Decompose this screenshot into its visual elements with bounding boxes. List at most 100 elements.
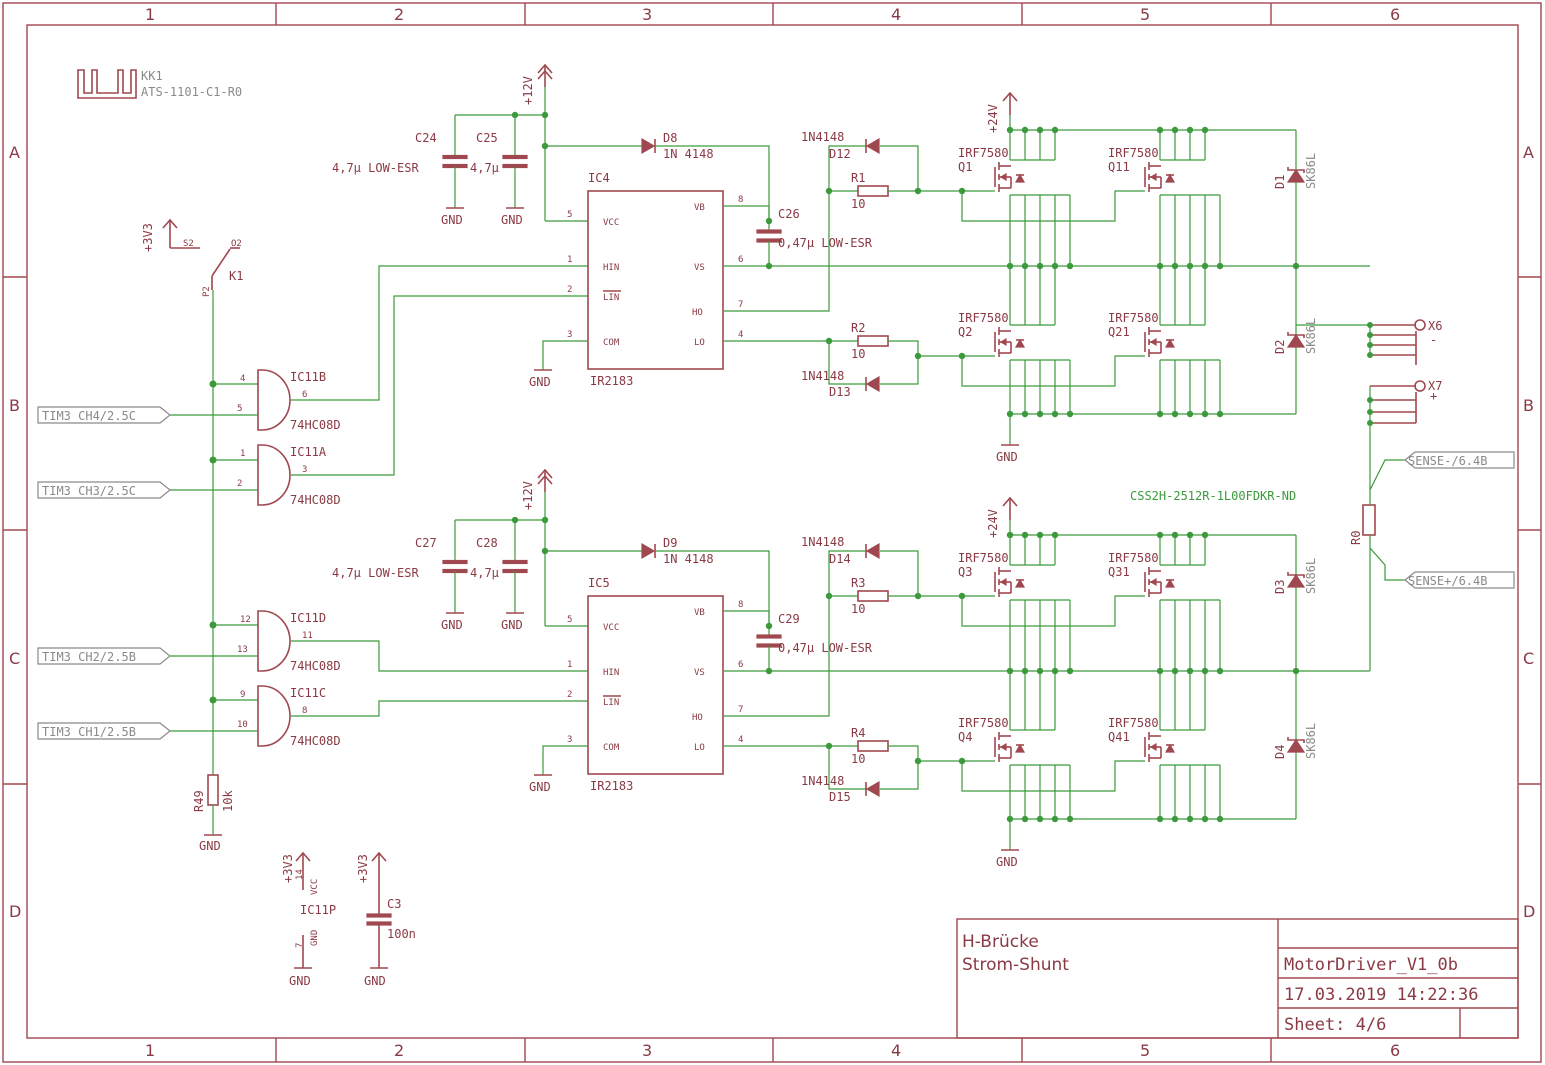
h-bridge-stage-1: +24VIRF7580Q1IRF7580Q11IRF7580Q2IRF7580Q…	[958, 91, 1318, 464]
mosfet-name: Q21	[1108, 325, 1130, 339]
frame-row-c-right: C	[1523, 649, 1534, 668]
supply-3v3-ic11p: +3V3	[281, 854, 295, 883]
capacitor-c25-value: 4,7µ	[470, 161, 499, 175]
switch-name: K1	[229, 269, 243, 283]
x7-polarity: +	[1430, 389, 1437, 403]
sheet-number: Sheet: 4/6	[1284, 1015, 1386, 1035]
logic-bus	[209, 290, 258, 775]
gate-name: IC11B	[290, 370, 326, 384]
gnd-bridge: GND	[996, 849, 1019, 869]
tvs-value: SK86L	[1304, 318, 1318, 354]
pin-vcc-num: 5	[567, 210, 572, 220]
diode-name: D9	[663, 536, 677, 550]
pin-lo-num: 4	[738, 330, 743, 340]
gate-name: IC11A	[290, 445, 327, 459]
tvs-name: D2	[1273, 340, 1287, 354]
frame-col-3-bottom: 3	[642, 1041, 652, 1060]
project-name: MotorDriver_V1_0b	[1284, 955, 1458, 975]
supply-12v: +12V	[521, 468, 553, 510]
gate-resistor-r3	[857, 590, 889, 602]
net-label-ch2: TIM3_CH2/2.5B	[37, 647, 171, 665]
x7-name: X7	[1428, 379, 1442, 393]
gate-value: 74HC08D	[290, 418, 341, 432]
ic11p-pin-gnd-num: 7	[295, 943, 305, 948]
shunt-resistor-r0: R0 CSS2H-2512R-1L00FDKR-ND	[1130, 459, 1405, 671]
output-connectors: X6 - X7 +	[1296, 319, 1442, 490]
gate-pin-in1: 9	[240, 690, 245, 700]
supply-label: +24V	[986, 104, 1000, 133]
frame-col-6-top: 6	[1390, 5, 1400, 24]
diode-value: 1N 4148	[663, 147, 714, 161]
resistor-value: 10	[851, 752, 865, 766]
gnd-label: GND	[529, 780, 551, 794]
frame-row-a-left: A	[9, 143, 20, 162]
capacitor-c26-value: 0,47µ LOW-ESR	[778, 236, 873, 250]
capacitor-c3: +3V3 C3 100n GND	[356, 851, 416, 988]
resistor-name: R3	[851, 576, 865, 590]
gate-pin-in2: 2	[237, 479, 242, 489]
pin-lo: LO	[694, 743, 705, 753]
driver-value: IR2183	[590, 779, 633, 793]
diode-value: 1N 4148	[663, 552, 714, 566]
discharge-diode-d15	[865, 780, 880, 798]
frame-col-5-bottom: 5	[1140, 1041, 1150, 1060]
frame-row-a-right: A	[1523, 143, 1534, 162]
mosfet-value: IRF7580	[958, 311, 1009, 325]
c3-value: 100n	[387, 927, 416, 941]
title-block: H-Brücke Strom-Shunt MotorDriver_V1_0b 1…	[956, 918, 1519, 1039]
gnd-c-b: GND	[501, 207, 524, 227]
gate-resistor-r4	[857, 740, 889, 752]
pin-hin: HIN	[603, 668, 619, 678]
net-label-ch4: TIM3_CH4/2.5C	[37, 406, 171, 424]
net-label-text: TIM3_CH1/2.5B	[42, 725, 136, 739]
tvs-value: SK86L	[1304, 723, 1318, 759]
frame-col-3-top: 3	[642, 5, 652, 24]
resistor-r49: R49 10k GND	[192, 774, 235, 853]
mosfet-name: Q4	[958, 730, 972, 744]
pin-vs: VS	[694, 668, 705, 678]
net-label-ch1: TIM3_CH1/2.5B	[37, 722, 171, 740]
net-label-text: TIM3_CH4/2.5C	[42, 409, 136, 423]
pin-hin-num: 1	[567, 255, 572, 265]
pin-lin-num: 2	[567, 285, 572, 295]
mosfet-value: IRF7580	[958, 716, 1009, 730]
pin-ho-num: 7	[738, 300, 743, 310]
gnd-label: GND	[529, 375, 551, 389]
diode-name: D13	[829, 385, 851, 399]
gnd-label: GND	[996, 450, 1018, 464]
frame-col-4-bottom: 4	[891, 1041, 901, 1060]
switch-pin-p2: P2	[202, 286, 212, 297]
mosfet-value: IRF7580	[1108, 716, 1159, 730]
net-label-ch3: TIM3_CH3/2.5C	[37, 481, 171, 499]
gnd-label-r49: GND	[199, 839, 221, 853]
tvs-value: SK86L	[1304, 153, 1318, 189]
frame-col-2-top: 2	[394, 5, 404, 24]
frame-col-2-bottom: 2	[394, 1041, 404, 1060]
supply-label: +12V	[521, 76, 535, 105]
diode-name: D12	[829, 147, 851, 161]
gnd-c-b: GND	[501, 612, 524, 632]
driver-name: IC5	[588, 576, 610, 590]
r49-name: R49	[192, 790, 206, 812]
diode-name: D8	[663, 131, 677, 145]
pin-vb: VB	[694, 608, 705, 618]
switch-k1: +3V3 S2 O2 P2 K1	[141, 218, 243, 297]
gate-pin-in2: 5	[237, 404, 242, 414]
diode-name: D14	[829, 552, 851, 566]
gnd-c-a: GND	[441, 207, 464, 227]
bootstrap-diode-d8	[641, 137, 656, 155]
diode-value: 1N4148	[801, 369, 844, 383]
gnd-label-c3: GND	[364, 974, 386, 988]
